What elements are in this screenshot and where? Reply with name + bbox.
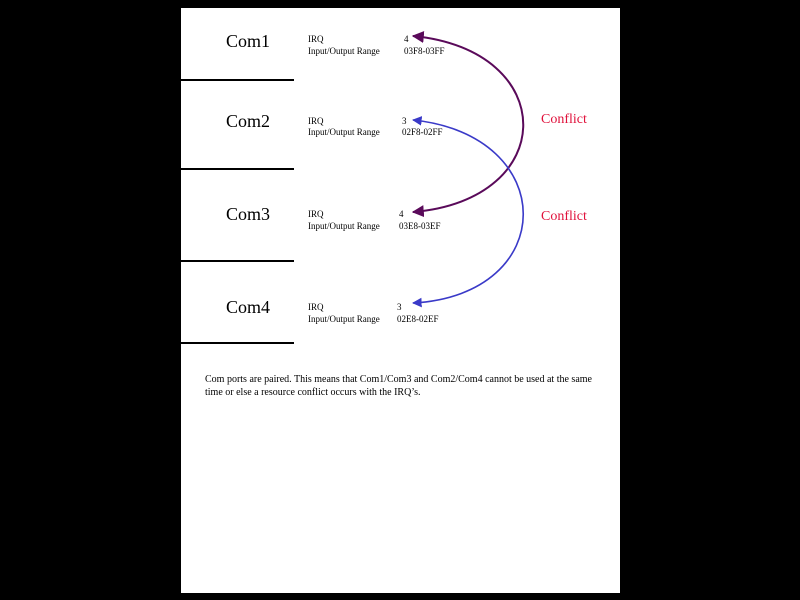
- port-name-com2: Com2: [226, 111, 271, 131]
- com2-irq-value: 3: [402, 116, 407, 126]
- conflict-arrow-com1-com3: [411, 31, 525, 218]
- com4-range-value: 02E8-02EF: [397, 314, 439, 324]
- com2-range-label: Input/Output Range: [308, 127, 380, 137]
- com3-irq-value: 4: [399, 209, 404, 219]
- com2-irq-label: IRQ: [308, 116, 324, 126]
- port-name-com1: Com1: [226, 31, 271, 51]
- com3-irq-label: IRQ: [308, 209, 324, 219]
- com3-range-label: Input/Output Range: [308, 221, 380, 231]
- divider-2: [181, 168, 294, 170]
- divider-4: [181, 342, 294, 344]
- port-name-com3: Com3: [226, 204, 271, 224]
- conflict-label-com1-com3: Conflict: [541, 112, 587, 127]
- port-name-com4: Com4: [226, 297, 271, 317]
- com4-irq-label: IRQ: [308, 302, 324, 312]
- com4-range-label: Input/Output Range: [308, 314, 380, 324]
- conflict-arrow-com2-com4: [412, 116, 525, 308]
- com1-irq-label: IRQ: [308, 34, 324, 44]
- com4-irq-value: 3: [397, 302, 402, 312]
- divider-3: [181, 260, 294, 262]
- diagram-sheet: [181, 8, 620, 593]
- com1-irq-value: 4: [404, 34, 409, 44]
- conflict-label-com2-com4: Conflict: [541, 209, 587, 224]
- explanation-note: Com ports are paired. This means that Co…: [205, 374, 592, 398]
- divider-1: [181, 79, 294, 81]
- com1-range-label: Input/Output Range: [308, 46, 380, 56]
